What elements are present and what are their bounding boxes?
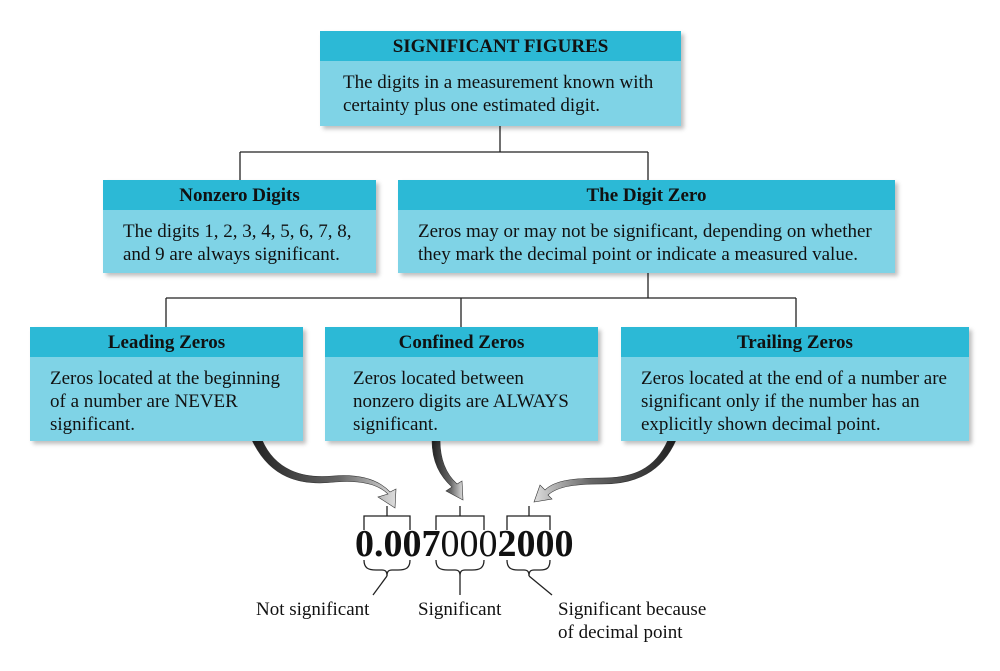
nonzero-digits-box: Nonzero Digits The digits 1, 2, 3, 4, 5,…: [103, 180, 376, 273]
confined-zeros-arrow: [431, 439, 464, 501]
example-number: 0.0070002000: [355, 522, 574, 566]
tree-connectors-level2: [165, 273, 797, 327]
significant-figures-title: SIGNIFICANT FIGURES: [320, 31, 681, 61]
leading-zeros-text: Zeros located at the beginning of a numb…: [50, 368, 281, 435]
significant-figures-definition: The digits in a measurement known with c…: [343, 72, 654, 116]
nonzero-digits-text: The digits 1, 2, 3, 4, 5, 6, 7, 8, and 9…: [123, 221, 352, 265]
confined-zeros-text: Zeros located between nonzero digits are…: [353, 368, 569, 435]
trailing-zeros-title: Trailing Zeros: [621, 327, 969, 357]
not-significant-label: Not significant: [256, 599, 370, 620]
digit-zero-text: Zeros may or may not be significant, dep…: [418, 221, 872, 265]
significant-decimal-label-line1: Significant because: [558, 599, 707, 620]
digit-zero-box: The Digit Zero Zeros may or may not be s…: [398, 180, 895, 273]
confined-zeros-box: Confined Zeros Zeros located between non…: [325, 327, 598, 441]
nonzero-digit-seven: 7: [421, 523, 441, 565]
nonzero-digits-title: Nonzero Digits: [103, 180, 376, 210]
confined-zeros-digits: 000: [440, 523, 498, 565]
trailing-zeros-digits: 000: [516, 523, 574, 565]
digit-zero-title: The Digit Zero: [398, 180, 895, 210]
leading-zeros-title: Leading Zeros: [30, 327, 303, 357]
significant-label: Significant: [418, 599, 502, 620]
top-brackets: [363, 506, 551, 530]
nonzero-digit-two: 2: [497, 523, 517, 565]
trailing-zeros-text: Zeros located at the end of a number are…: [641, 368, 947, 435]
trailing-zeros-arrow: [533, 439, 677, 503]
significant-figures-box: SIGNIFICANT FIGURES The digits in a meas…: [320, 31, 681, 126]
trailing-zeros-box: Trailing Zeros Zeros located at the end …: [621, 327, 969, 441]
leading-zeros-box: Leading Zeros Zeros located at the begin…: [30, 327, 303, 441]
leading-zeros-digits: 0.00: [355, 523, 422, 565]
tree-connectors-level1: [239, 126, 649, 180]
bottom-braces: [363, 559, 553, 596]
leading-zeros-arrow: [251, 439, 397, 509]
confined-zeros-title: Confined Zeros: [325, 327, 598, 357]
significant-decimal-label-line2: of decimal point: [558, 622, 683, 643]
